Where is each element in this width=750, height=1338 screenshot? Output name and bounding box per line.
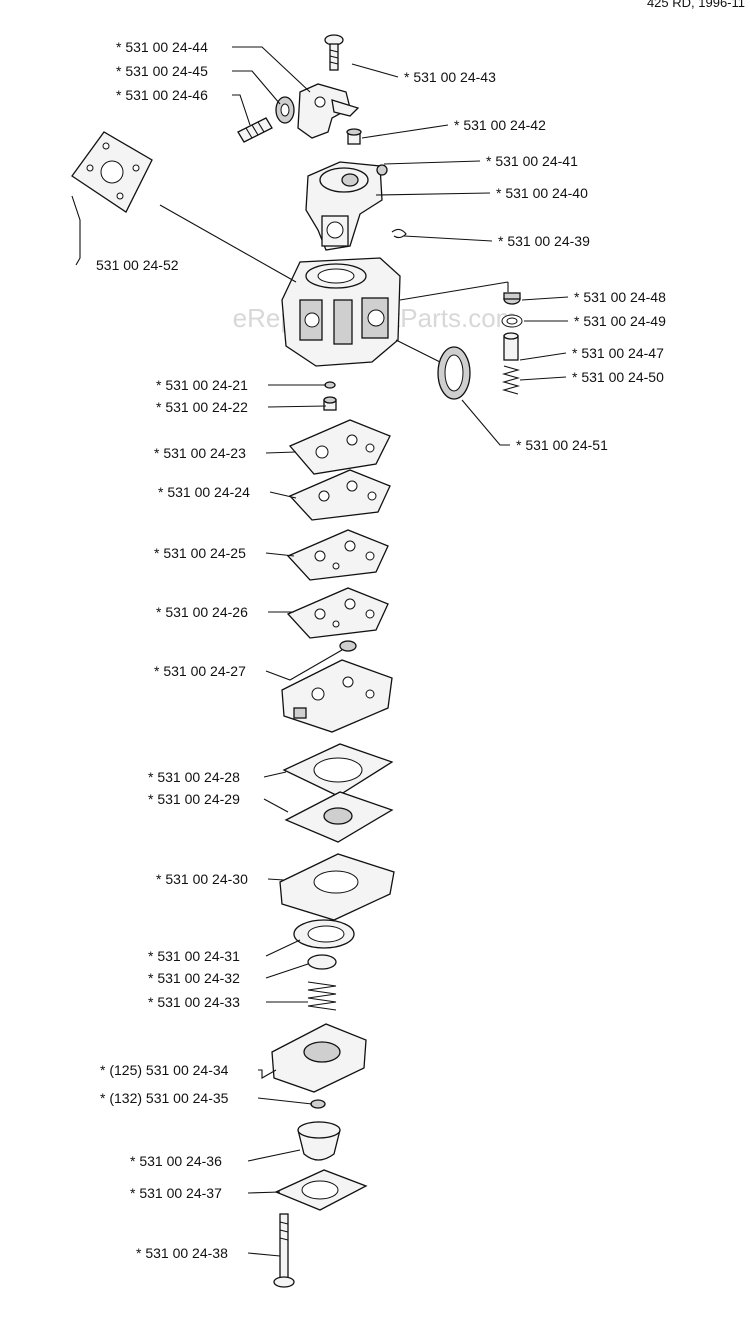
part-bracket-44 [297, 83, 360, 139]
part-35 [310, 1099, 326, 1109]
leader-lines [71, 46, 569, 1257]
callout-45: * 531 00 24-45 [116, 63, 208, 79]
callout-36: * 531 00 24-36 [130, 1153, 222, 1169]
part-oring-49 [501, 314, 523, 328]
part-gasket-51 [437, 346, 471, 400]
part-cap-48 [503, 292, 521, 305]
part-clip-39 [391, 228, 407, 239]
callout-46: * 531 00 24-46 [116, 87, 208, 103]
callout-31: * 531 00 24-31 [148, 948, 240, 964]
part-screw-46 [237, 117, 273, 143]
callout-49: * 531 00 24-49 [574, 313, 666, 329]
assembly-line [395, 339, 441, 363]
part-gasket-28 [282, 743, 394, 797]
callout-26: * 531 00 24-26 [156, 604, 248, 620]
part-carburetor-body [281, 257, 401, 367]
callout-32: * 531 00 24-32 [148, 970, 240, 986]
callout-44: * 531 00 24-44 [116, 39, 208, 55]
part-disc-32 [307, 954, 337, 970]
callout-51: * 531 00 24-51 [516, 437, 608, 453]
callout-34: * (125) 531 00 24-34 [100, 1062, 229, 1078]
part-plate-25 [286, 529, 389, 581]
part-flange-37 [274, 1169, 368, 1211]
callout-30: * 531 00 24-30 [156, 871, 248, 887]
part-cover-30 [279, 853, 395, 921]
callout-48: * 531 00 24-48 [574, 289, 666, 305]
callout-labels: * 531 00 24-44 * 531 00 24-45 * 531 00 2… [96, 39, 666, 1261]
part-screw-38 [273, 1213, 295, 1288]
callout-24: * 531 00 24-24 [158, 484, 250, 500]
callout-52: 531 00 24-52 [96, 257, 179, 273]
part-22 [323, 396, 337, 411]
callout-21: * 531 00 24-21 [156, 377, 248, 393]
part-plate-26 [286, 587, 389, 639]
callout-38: * 531 00 24-38 [136, 1245, 228, 1261]
callout-41: * 531 00 24-41 [486, 153, 578, 169]
part-throttle-assembly-40 [305, 161, 388, 251]
part-plate-23 [288, 419, 391, 475]
part-diaphragm-29 [284, 791, 394, 843]
part-needle-47 [503, 332, 519, 361]
callout-37: * 531 00 24-37 [130, 1185, 222, 1201]
callout-28: * 531 00 24-28 [148, 769, 240, 785]
callout-23: * 531 00 24-23 [154, 445, 246, 461]
diagram-header: 425 RD, 1996-11 [647, 0, 745, 10]
part-plug-42 [346, 128, 362, 145]
part-screw-43 [324, 34, 344, 71]
callout-42: * 531 00 24-42 [454, 117, 546, 133]
part-gasket-52 [71, 131, 153, 213]
part-nut-45 [275, 96, 295, 124]
callout-27: * 531 00 24-27 [154, 663, 246, 679]
part-bulb-36 [297, 1121, 341, 1161]
part-plate-24 [288, 469, 391, 521]
part-pump-assembly-34 [271, 1023, 367, 1093]
callout-25: * 531 00 24-25 [154, 545, 246, 561]
assembly-line [399, 281, 509, 301]
callout-40: * 531 00 24-40 [496, 185, 588, 201]
part-pump-body-27 [281, 640, 393, 733]
callout-33: * 531 00 24-33 [148, 994, 240, 1010]
callout-39: * 531 00 24-39 [498, 233, 590, 249]
callout-35: * (132) 531 00 24-35 [100, 1090, 229, 1106]
assembly-line [159, 204, 297, 283]
part-membrane-31 [293, 919, 355, 949]
callout-22: * 531 00 24-22 [156, 399, 248, 415]
callout-47: * 531 00 24-47 [572, 345, 664, 361]
callout-29: * 531 00 24-29 [148, 791, 240, 807]
part-spring-33 [307, 981, 337, 1011]
part-spring-50 [501, 365, 521, 395]
callout-43: * 531 00 24-43 [404, 69, 496, 85]
part-21 [324, 381, 336, 389]
callout-50: * 531 00 24-50 [572, 369, 664, 385]
